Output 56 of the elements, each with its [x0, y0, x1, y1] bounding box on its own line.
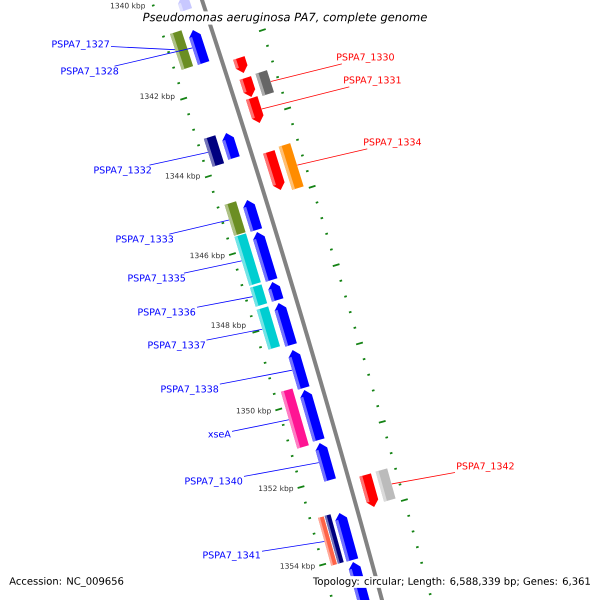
gene-label: PSPA7_1330 [337, 53, 394, 63]
gene-label: PSPA7_1331 [344, 76, 401, 86]
leader-line [168, 220, 230, 235]
gene-label: PSPA7_1342 [457, 462, 514, 472]
gene-feature [250, 284, 268, 307]
leader-line [391, 472, 456, 484]
gene-feature [256, 70, 274, 96]
gene-feature [359, 473, 378, 508]
gene-feature [280, 388, 309, 449]
gene-feature [170, 30, 194, 70]
leader-line [206, 328, 263, 341]
leader-line [244, 462, 320, 477]
gene-feature [268, 282, 284, 302]
gene-label: PSPA7_1332 [94, 166, 151, 176]
gene-feature [263, 150, 285, 190]
gene-feature [316, 443, 336, 482]
gene-feature [189, 30, 210, 65]
gene-feature [288, 350, 310, 390]
leader-line [184, 260, 242, 274]
leader-line [219, 370, 292, 385]
leader-line [114, 48, 193, 67]
gene-label: PSPA7_1338 [161, 385, 218, 395]
gene-feature [274, 303, 297, 347]
gene-feature [318, 516, 337, 566]
gene-feature [246, 96, 264, 124]
accession-text: Accession: NC_009656 [8, 576, 125, 588]
gene-label: PSPA7_1336 [138, 308, 196, 318]
leader-line [270, 63, 342, 82]
gene-label: PSPA7_1328 [61, 67, 118, 77]
leader-line [232, 419, 290, 432]
gene-label: PSPA7_1334 [364, 138, 422, 148]
gene-feature [256, 306, 280, 350]
leader-line [261, 86, 350, 110]
gene-feature [240, 76, 256, 98]
genome-info-text: Topology: circular; Length: 6,588,339 bp; Genes: 6,361 [312, 576, 592, 588]
gene-label: PSPA7_1340 [185, 477, 242, 487]
title: Pseudomonas aeruginosa PA7, complete genome [142, 11, 428, 25]
gene-label: xseA [208, 430, 231, 438]
gene-label: PSPA7_1333 [116, 235, 174, 245]
gene-feature [224, 201, 246, 236]
gene-feature [233, 56, 248, 74]
leader-line [148, 152, 208, 166]
gene-label: PSPA7_1341 [203, 551, 260, 561]
gene-label: PSPA7_1327 [52, 40, 109, 50]
gene-label: PSPA7_1337 [148, 341, 205, 351]
gene-feature [222, 133, 240, 160]
leader-line [196, 296, 253, 308]
leader-line [262, 541, 325, 552]
gene-feature [178, 0, 192, 12]
leader-line [296, 148, 368, 166]
leader-line [110, 46, 176, 50]
gene-label: PSPA7_1335 [128, 274, 185, 284]
gene-feature [204, 135, 224, 167]
gene-feature [234, 233, 261, 286]
gene-feature [376, 468, 396, 502]
gene-feature [243, 200, 262, 232]
